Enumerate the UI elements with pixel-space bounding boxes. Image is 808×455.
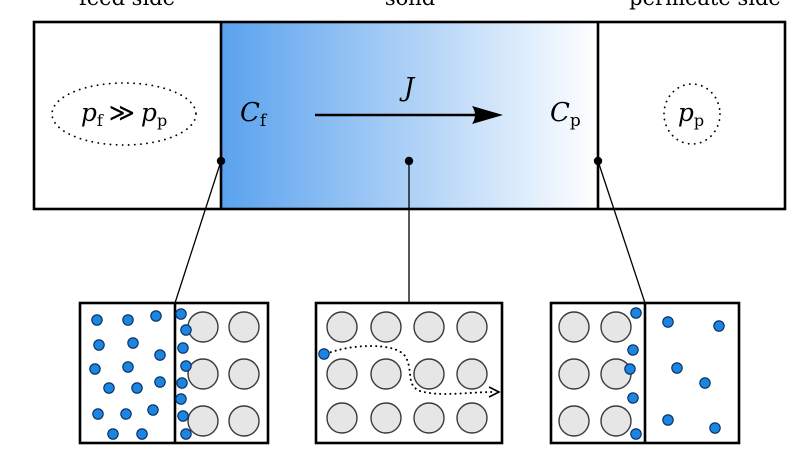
solid-grain (370, 358, 402, 390)
solid-grain (413, 311, 445, 343)
diffusion-path (325, 345, 493, 395)
gas-particle (122, 314, 134, 326)
gas-particle (176, 377, 188, 389)
solid-inset-particles (318, 348, 330, 360)
gas-particle (175, 393, 187, 405)
permeate-side-header: permeate side (629, 0, 781, 10)
feed-interface-inset (78, 301, 270, 445)
gas-particle (627, 344, 639, 356)
gas-particle (131, 382, 143, 394)
solid-bulk-inset (314, 301, 504, 445)
gas-particle (180, 324, 192, 336)
solid-grain (456, 311, 488, 343)
solid-grain (370, 402, 402, 434)
gas-particle (671, 362, 683, 374)
solid-grain (326, 311, 358, 343)
permeate-region (598, 22, 785, 209)
feed-connector-line (174, 160, 222, 304)
gas-particle (662, 316, 674, 328)
gas-particle (92, 408, 104, 420)
solid-grain (187, 311, 219, 343)
gas-particle (699, 377, 711, 389)
feed-inset-particles (89, 308, 192, 440)
solid-grain (600, 358, 632, 390)
solid-header: solid (385, 0, 435, 10)
gas-particle (127, 337, 139, 349)
permeate-interface-inset (549, 301, 741, 445)
gas-particle (630, 307, 642, 319)
solid-grain (228, 405, 260, 437)
solid-grain (326, 358, 358, 390)
gas-particle (147, 404, 159, 416)
gas-particle (630, 428, 642, 440)
solid-grain (187, 405, 219, 437)
gas-particle (627, 392, 639, 404)
gas-particle (662, 414, 674, 426)
solid-grain (370, 311, 402, 343)
gas-particle (154, 376, 166, 388)
solid-grain (456, 402, 488, 434)
solid-grain (228, 311, 260, 343)
solid-grain (558, 358, 590, 390)
gas-particle (709, 422, 721, 434)
feed-pressure-ellipse (51, 82, 197, 146)
gas-particle (180, 428, 192, 440)
diffusion-path-arrowhead (488, 386, 501, 398)
feed-inset-grains (187, 311, 260, 437)
gas-particle (180, 360, 192, 372)
gas-particle (624, 363, 636, 375)
gas-particle (136, 428, 148, 440)
feed-region (34, 22, 221, 209)
feed-concentration-label: Cf (240, 98, 268, 131)
solid-grain (326, 402, 358, 434)
permeate-inset-particles (624, 307, 725, 440)
permeate-pressure-ellipse (663, 83, 721, 145)
gas-particle (91, 314, 103, 326)
gas-particle (154, 349, 166, 361)
gas-particle (175, 308, 187, 320)
solid-grain (413, 402, 445, 434)
flux-arrow-head (472, 106, 503, 124)
gas-particle (177, 342, 189, 354)
gas-particle (177, 410, 189, 422)
gas-particle (89, 363, 101, 375)
solid-grain (558, 311, 590, 343)
gas-particle (93, 339, 105, 351)
solid-grain (600, 405, 632, 437)
feed-side-header: feed side (79, 0, 175, 10)
permeate-connector-line (597, 160, 646, 304)
solid-grain (558, 405, 590, 437)
gas-particle (318, 348, 330, 360)
gas-particle (120, 408, 132, 420)
flux-label: J (399, 73, 416, 103)
permeate-concentration-label: Cp (550, 98, 581, 131)
permeate-inset-grains (558, 311, 632, 437)
gas-particle (107, 428, 119, 440)
solid-grain (456, 358, 488, 390)
permeate-pressure-label: pp (678, 98, 704, 130)
solid-grain (600, 311, 632, 343)
gas-particle (150, 310, 162, 322)
solid-grain (187, 358, 219, 390)
solid-inset-grains (326, 311, 488, 434)
gas-particle (713, 320, 725, 332)
gas-particle (103, 382, 115, 394)
solid-grain (228, 358, 260, 390)
feed-pressure-label: pf≫pp (81, 98, 167, 130)
gas-particle (122, 361, 134, 373)
solid-grain (413, 358, 445, 390)
